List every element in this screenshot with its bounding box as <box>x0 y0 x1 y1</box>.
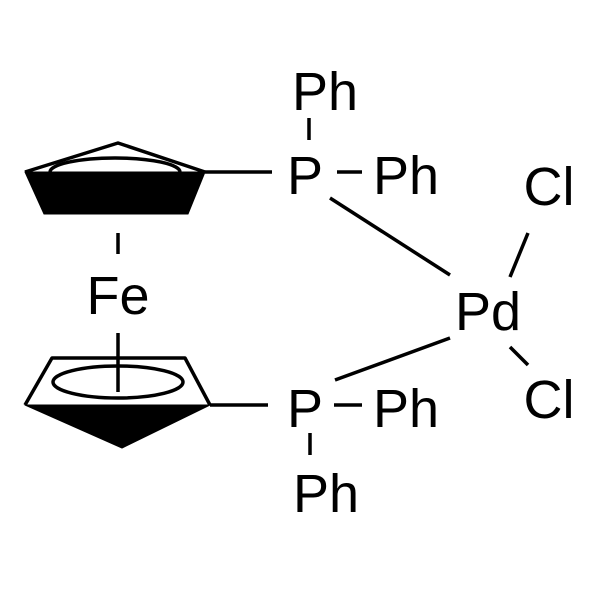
p-top-atom-label: P <box>287 146 323 206</box>
p-bottom-atom-label: P <box>287 379 323 439</box>
ph-top-right-label: Ph <box>373 146 439 206</box>
pd-atom-label: Pd <box>455 282 521 342</box>
fe-atom-label: Fe <box>86 266 149 326</box>
upper-cp-ring <box>24 141 206 215</box>
upper-cp-front-wedge <box>24 171 206 215</box>
pd-cl-bottom-bond <box>508 345 530 367</box>
p-bottom-pd-bond <box>334 336 451 382</box>
lower-cp-front-wedge <box>24 404 211 449</box>
ph-bottom-down-label: Ph <box>293 464 359 524</box>
pd-cl-top-bond <box>508 232 530 278</box>
upper-cp-back-edge <box>24 141 206 174</box>
ph-top-up-label: Ph <box>292 62 358 122</box>
p-top-pd-bond <box>329 196 451 277</box>
ph-bottom-right-label: Ph <box>373 379 439 439</box>
cl-bottom-atom-label: Cl <box>524 370 575 430</box>
cl-top-atom-label: Cl <box>524 157 575 217</box>
upper-cp-aromatic-ring <box>48 156 182 188</box>
